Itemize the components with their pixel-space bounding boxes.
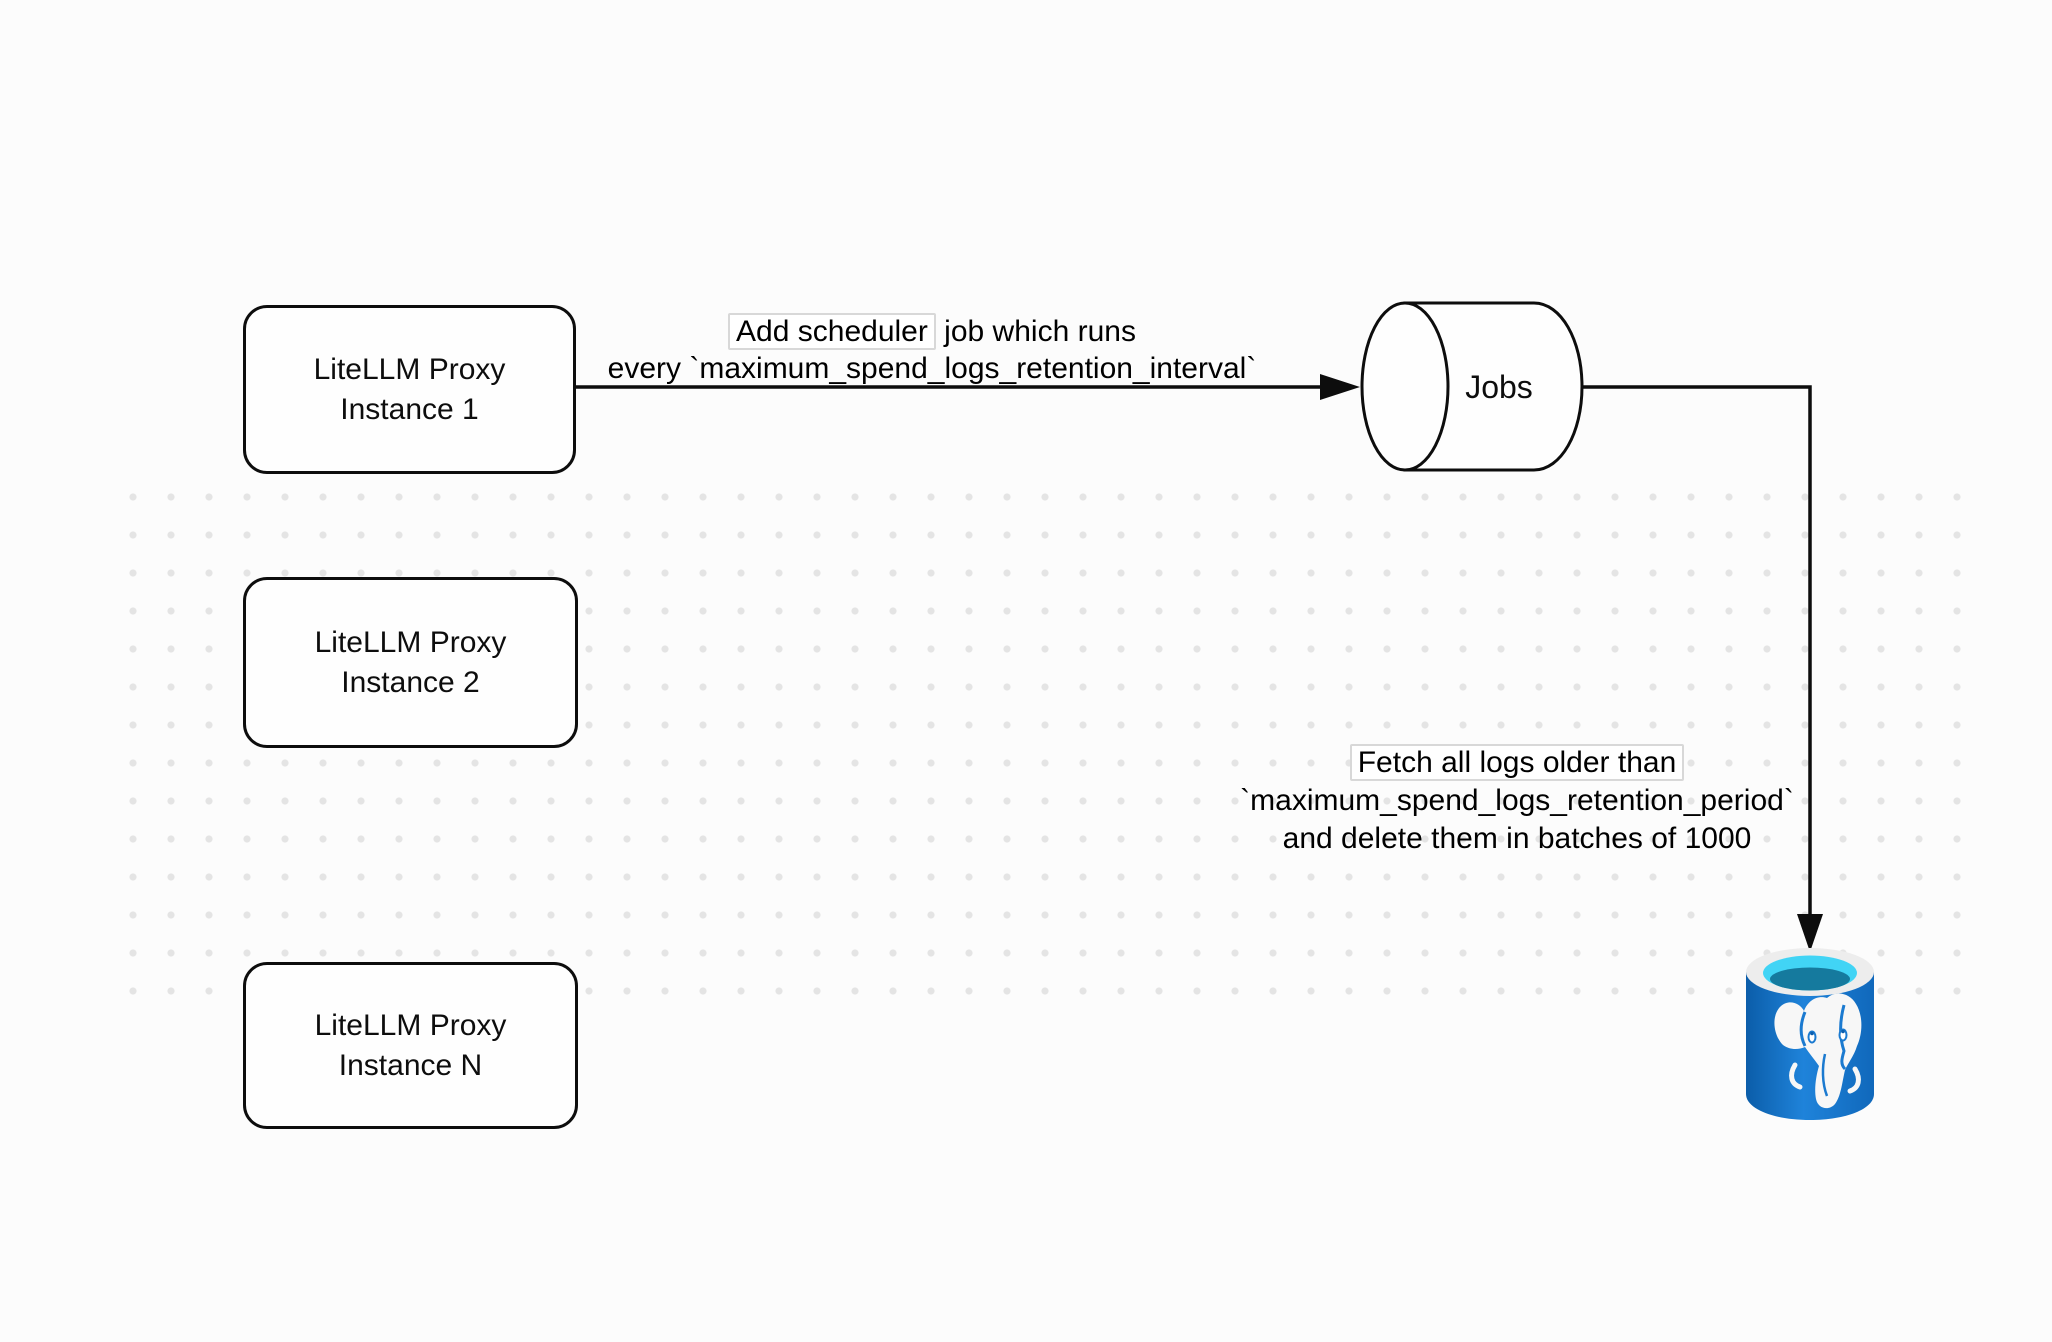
fetch-delete-edge-label-line2: `maximum_spend_logs_retention_period`	[1240, 784, 1794, 817]
scheduler-edge-label-boxed-text: Add scheduler	[728, 313, 936, 350]
node-proxy-instance-n: LiteLLM Proxy Instance N	[243, 962, 578, 1129]
pg-elephant-pupil-left	[1810, 1031, 1814, 1036]
jobs-label: Jobs	[1465, 369, 1533, 405]
fetch-delete-edge-label-line1: Fetch all logs older than	[1187, 744, 1847, 782]
jobs-cylinder-cap	[1360, 301, 1450, 472]
scheduler-edge-label-rest-text: job which runs	[935, 315, 1136, 348]
node-label: Instance 1	[340, 392, 479, 426]
fetch-delete-edge-label: Fetch all logs older than `maximum_spend…	[1187, 744, 1847, 858]
pg-elephant-tusk-right	[1847, 1066, 1861, 1094]
pg-elephant-pupil-right	[1841, 1029, 1845, 1034]
node-proxy-instance-2: LiteLLM Proxy Instance 2	[243, 577, 578, 748]
node-label: LiteLLM Proxy	[314, 625, 507, 659]
scheduler-arrowhead-icon	[1320, 374, 1360, 400]
fetch-delete-arrowhead-icon	[1797, 914, 1823, 952]
node-proxy-instance-1: LiteLLM Proxy Instance 1	[243, 305, 576, 474]
node-label: Instance 2	[341, 665, 480, 699]
scheduler-arrow	[570, 374, 1360, 400]
pg-elephant-ear-line-right	[1839, 1004, 1847, 1071]
fetch-delete-edge-label-boxed-text: Fetch all logs older than	[1349, 744, 1685, 781]
fetch-delete-arrow	[1582, 385, 1823, 952]
node-jobs-queue: Jobs	[1360, 301, 1584, 472]
node-label: LiteLLM Proxy	[314, 1008, 507, 1042]
pg-elephant-trunk-line	[1821, 1053, 1829, 1097]
node-label: Instance N	[338, 1048, 483, 1082]
pg-elephant-eye-right	[1838, 1028, 1848, 1042]
pg-elephant-tusk-left	[1789, 1062, 1803, 1090]
pg-elephant-eye-left	[1807, 1030, 1817, 1044]
postgresql-database-icon	[1746, 948, 1874, 1120]
node-label: LiteLLM Proxy	[313, 352, 506, 386]
pg-elephant-ear-line-left	[1799, 1011, 1807, 1047]
scheduler-edge-label: Add scheduler job which runs every `maxi…	[552, 313, 1312, 387]
scheduler-edge-label-line1: Add scheduler job which runs	[552, 313, 1312, 350]
pg-water-pool	[1770, 967, 1850, 991]
fetch-delete-edge-label-line3: and delete them in batches of 1000	[1282, 822, 1752, 855]
scheduler-edge-label-line2: every `maximum_spend_logs_retention_inte…	[607, 352, 1257, 385]
